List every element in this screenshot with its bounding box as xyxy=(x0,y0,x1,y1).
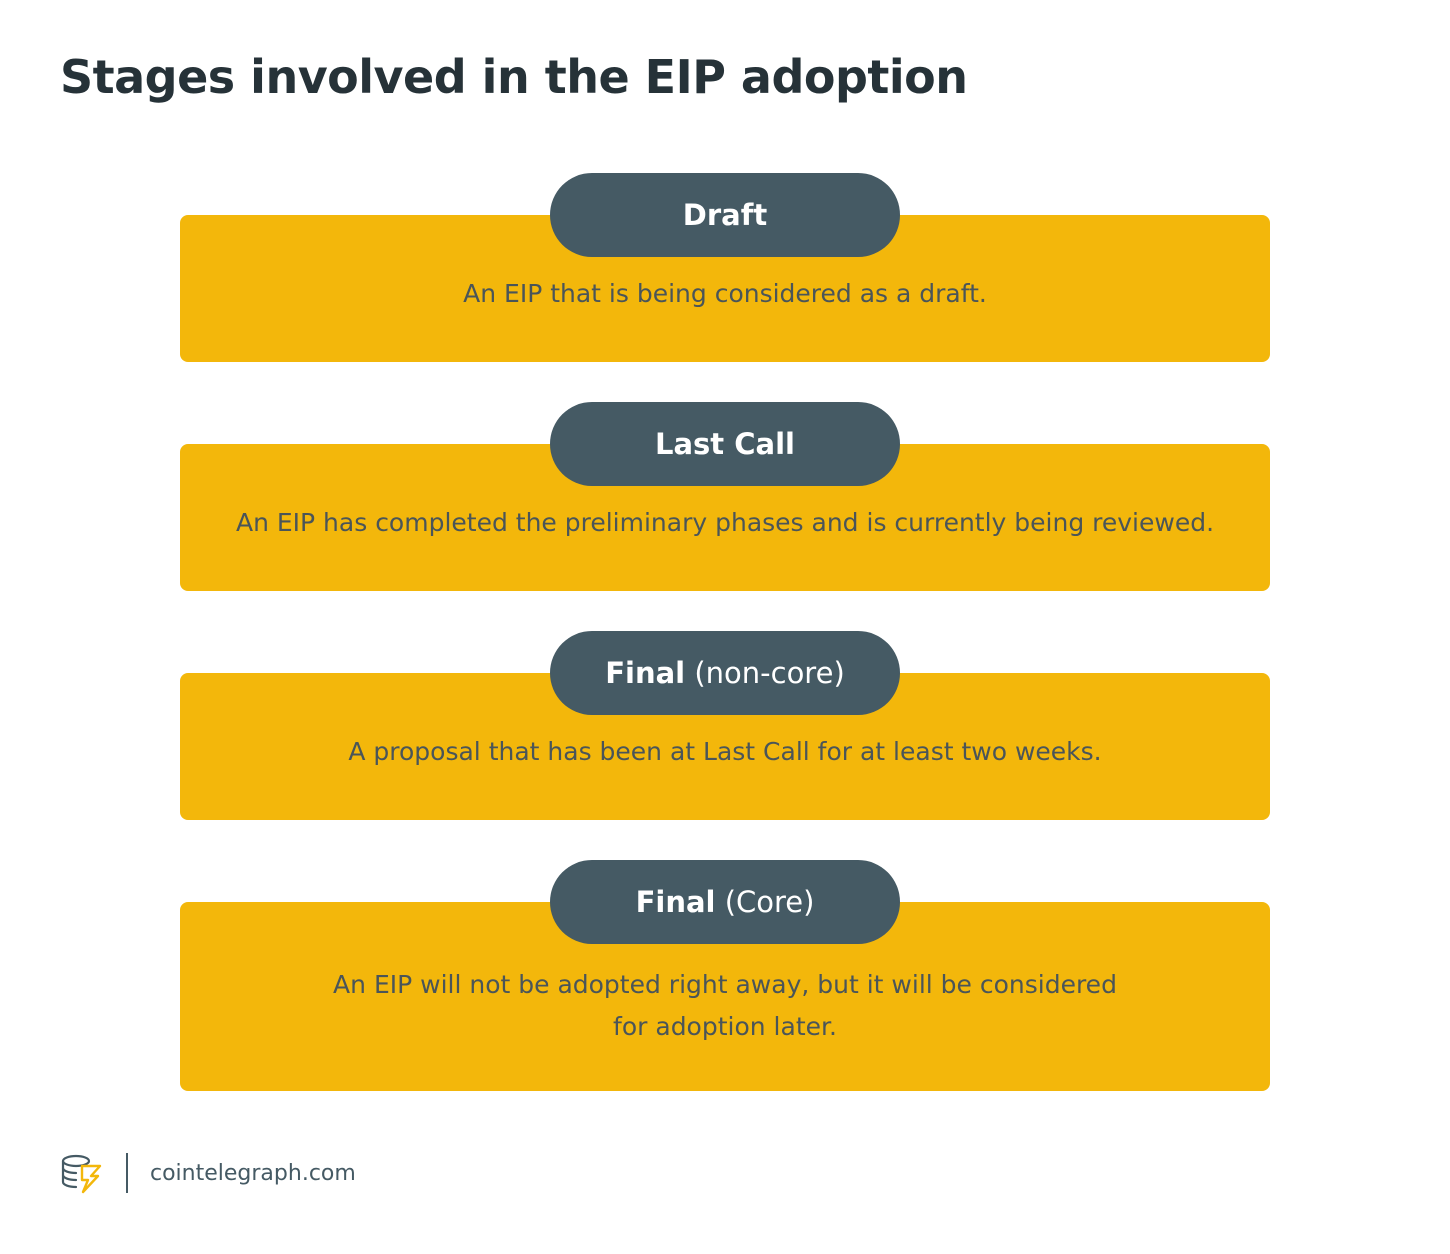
page-title: Stages involved in the EIP adoption xyxy=(60,50,968,104)
stage-last-call: An EIP has completed the preliminary pha… xyxy=(180,402,1270,591)
stage-pill: Last Call xyxy=(550,402,900,486)
cointelegraph-logo-icon xyxy=(61,1154,102,1194)
footer: cointelegraph.com xyxy=(60,1152,356,1194)
stage-pill: Draft xyxy=(550,173,900,257)
stage-qualifier: (Core) xyxy=(724,885,815,919)
stage-description: An EIP will not be adopted right away, b… xyxy=(333,969,1117,1041)
stage-name: Draft xyxy=(682,198,768,232)
stage-box: An EIP will not be adopted right away, b… xyxy=(180,902,1270,1091)
stage-description: An EIP that is being considered as a dra… xyxy=(463,278,987,308)
stage-final-core: An EIP will not be adopted right away, b… xyxy=(180,860,1270,1091)
stage-name: Final xyxy=(605,656,686,690)
stage-qualifier: (non-core) xyxy=(694,656,845,690)
stage-description: A proposal that has been at Last Call fo… xyxy=(348,736,1102,766)
footer-divider xyxy=(126,1153,128,1193)
stage-pill: Final (Core) xyxy=(550,860,900,944)
stage-name: Last Call xyxy=(654,427,795,461)
stage-final-non-core: A proposal that has been at Last Call fo… xyxy=(180,631,1270,820)
stage-name: Final xyxy=(635,885,716,919)
stage-description: An EIP has completed the preliminary pha… xyxy=(235,507,1215,537)
stage-pill: Final (non-core) xyxy=(550,631,900,715)
source-text: cointelegraph.com xyxy=(150,1160,356,1186)
stage-draft: An EIP that is being considered as a dra… xyxy=(180,173,1270,362)
